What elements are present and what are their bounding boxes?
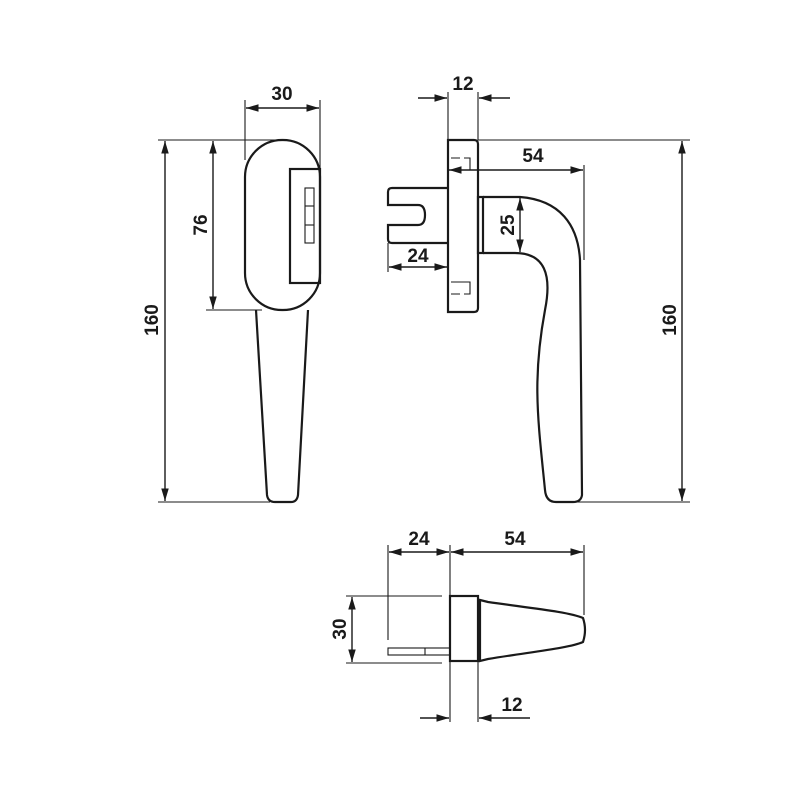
dim-width-bottom-label: 30 xyxy=(330,618,351,639)
lock-slot xyxy=(304,187,315,244)
dim-projection-bottom-label: 54 xyxy=(504,529,526,550)
side-view: 12 54 25 24 160 xyxy=(386,74,690,504)
dim-total-height-side-label: 160 xyxy=(660,304,681,336)
spindle-bottom xyxy=(387,647,451,656)
dim-rosette-depth-bottom-label: 12 xyxy=(501,695,522,716)
handle-neck xyxy=(476,195,485,255)
dim-spindle-bottom-label: 24 xyxy=(408,529,430,550)
dim-neck-label: 25 xyxy=(498,214,519,236)
handle-lever-bottom xyxy=(478,598,587,663)
rosette-bottom xyxy=(448,594,480,663)
dim-rosette-height-label: 76 xyxy=(191,214,212,235)
dim-projection-label: 54 xyxy=(522,146,544,167)
rosette-side xyxy=(446,138,480,314)
handle-lever-front xyxy=(254,309,310,504)
dim-rosette-depth-label: 12 xyxy=(452,74,473,95)
dim-total-height-label: 160 xyxy=(142,304,163,336)
dim-spindle-label: 24 xyxy=(407,246,429,267)
handle-lever-side xyxy=(483,195,584,504)
front-view: 30 76 160 xyxy=(142,84,322,504)
dim-width-label: 30 xyxy=(271,84,292,105)
bottom-view: 24 54 30 12 xyxy=(330,529,587,722)
spindle-fork xyxy=(386,186,448,245)
cover-plate xyxy=(288,167,322,285)
